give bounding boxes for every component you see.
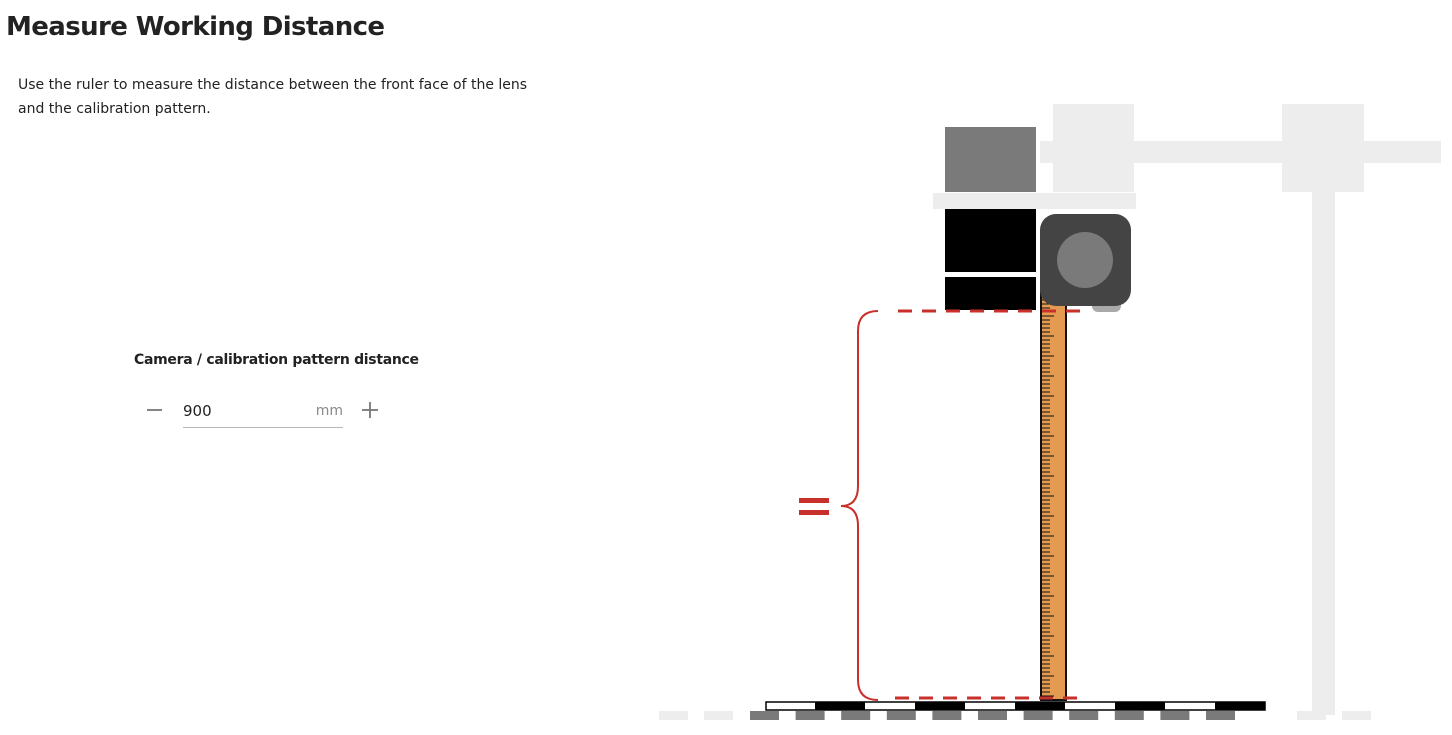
calibration-pattern	[765, 701, 1266, 711]
page-title: Measure Working Distance	[6, 12, 385, 42]
minus-icon	[147, 409, 162, 411]
measure-brace-icon	[840, 310, 879, 701]
sensor-block	[945, 127, 1036, 192]
lens-icon	[1057, 232, 1113, 288]
increment-button[interactable]	[357, 395, 383, 425]
instructions-text: Use the ruler to measure the distance be…	[18, 73, 528, 121]
lens-housing	[945, 209, 1036, 310]
instructions-line: Use the ruler to measure the distance be…	[18, 77, 528, 93]
mounting-frame	[933, 104, 1441, 715]
plus-icon	[362, 402, 378, 418]
instructions-line: and the calibration pattern.	[18, 101, 211, 117]
base-platform	[659, 711, 1371, 720]
ruler	[1040, 289, 1067, 701]
unit-label: mm	[315, 403, 343, 419]
distance-field-label: Camera / calibration pattern distance	[134, 352, 419, 368]
distance-input[interactable]	[183, 399, 303, 423]
decrement-button[interactable]	[142, 395, 168, 425]
equals-icon	[799, 498, 829, 515]
distance-input-wrapper: mm	[183, 395, 343, 428]
distance-stepper: mm	[142, 395, 387, 431]
camera	[1040, 214, 1131, 312]
